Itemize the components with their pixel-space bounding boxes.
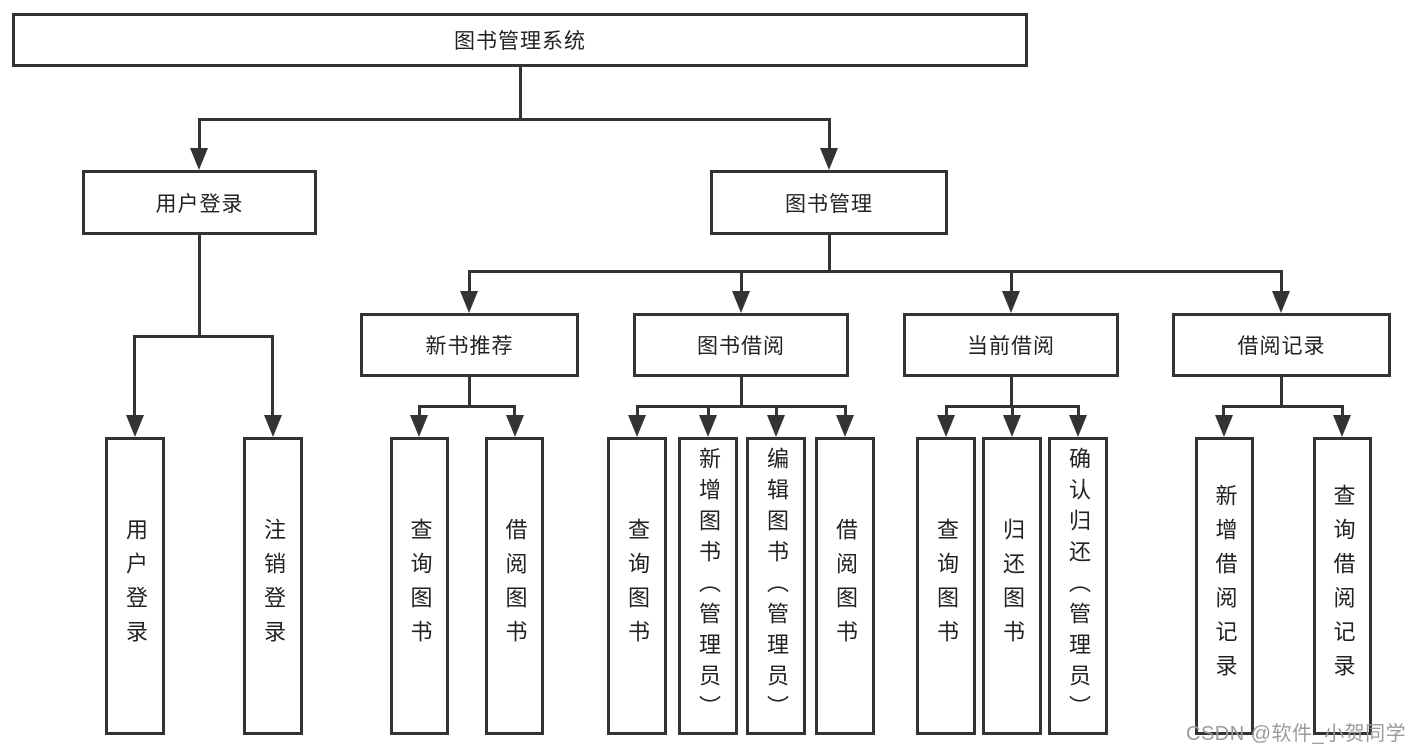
connector-line — [418, 405, 516, 408]
connector-line — [636, 405, 639, 418]
leaf-label: 查询图书 — [934, 518, 959, 654]
connector-line — [740, 270, 743, 293]
node-label: 用户登录 — [155, 192, 244, 216]
leaf-label: 注销登录 — [261, 518, 286, 654]
connector-line — [740, 377, 743, 405]
node-current-borrowing: 当前借阅 — [903, 313, 1119, 377]
leaf-label: 用户登录 — [123, 518, 148, 654]
leaf-query-borrow-record: 查询借阅记录 — [1313, 437, 1372, 735]
leaf-label: 查询图书 — [625, 518, 650, 654]
node-library-management-system: 图书管理系统 — [12, 13, 1028, 67]
leaf-query-books: 查询图书 — [916, 437, 976, 735]
leaf-borrow-books: 借阅图书 — [485, 437, 544, 735]
node-label: 图书借阅 — [697, 335, 785, 358]
watermark-text: CSDN @软件_小贺同学 — [1186, 723, 1405, 745]
arrow-down-icon — [1002, 291, 1020, 313]
node-label: 借阅记录 — [1237, 335, 1326, 358]
leaf-label: 新增借阅记录 — [1212, 484, 1238, 688]
connector-line — [468, 270, 471, 293]
arrow-down-icon — [410, 415, 428, 437]
arrow-down-icon — [628, 415, 646, 437]
leaf-add-books-admin: 新增图书（管理员） — [678, 437, 738, 735]
node-label: 当前借阅 — [967, 335, 1055, 358]
leaf-label: 新增图书（管理员） — [696, 446, 721, 726]
arrow-down-icon — [460, 291, 478, 313]
connector-line — [271, 335, 274, 418]
node-book-management: 图书管理 — [710, 170, 948, 235]
leaf-label: 确认归还（管理员） — [1066, 446, 1091, 726]
connector-line — [1077, 405, 1080, 418]
connector-line — [513, 405, 516, 418]
arrow-down-icon — [1333, 415, 1351, 437]
arrow-down-icon — [1215, 415, 1233, 437]
arrow-down-icon — [264, 415, 282, 437]
leaf-user-login: 用户登录 — [105, 437, 165, 735]
arrow-down-icon — [190, 148, 208, 170]
node-book-borrowing: 图书借阅 — [633, 313, 849, 377]
connector-line — [1280, 270, 1283, 293]
connector-line — [844, 405, 847, 418]
leaf-label: 编辑图书（管理员） — [764, 446, 789, 726]
connector-line — [1222, 405, 1225, 418]
arrow-down-icon — [1069, 415, 1087, 437]
leaf-label: 借阅图书 — [502, 518, 528, 654]
arrow-down-icon — [937, 415, 955, 437]
node-label: 图书管理系统 — [454, 30, 586, 53]
node-label: 新书推荐 — [425, 335, 514, 358]
connector-line — [133, 335, 136, 418]
connector-line — [468, 270, 1283, 273]
leaf-label: 归还图书 — [1000, 518, 1025, 654]
connector-line — [1010, 270, 1013, 293]
connector-line — [519, 67, 522, 118]
connector-line — [468, 377, 471, 405]
arrow-down-icon — [1272, 291, 1290, 313]
connector-line — [133, 335, 274, 338]
connector-line — [1010, 377, 1013, 405]
connector-line — [198, 118, 831, 121]
arrow-down-icon — [699, 415, 717, 437]
connector-line — [418, 405, 421, 418]
node-user-login: 用户登录 — [82, 170, 317, 235]
leaf-label: 借阅图书 — [833, 518, 858, 654]
arrow-down-icon — [836, 415, 854, 437]
node-new-book-recommendation: 新书推荐 — [360, 313, 579, 377]
leaf-query-books: 查询图书 — [390, 437, 449, 735]
node-label: 图书管理 — [785, 192, 873, 216]
leaf-label: 查询借阅记录 — [1330, 484, 1356, 688]
leaf-logout-login: 注销登录 — [243, 437, 303, 735]
connector-line — [1341, 405, 1344, 418]
leaf-confirm-return-admin: 确认归还（管理员） — [1048, 437, 1108, 735]
node-borrowing-records: 借阅记录 — [1172, 313, 1391, 377]
connector-line — [198, 235, 201, 335]
leaf-edit-books-admin: 编辑图书（管理员） — [746, 437, 806, 735]
leaf-return-books: 归还图书 — [982, 437, 1042, 735]
leaf-label: 查询图书 — [407, 518, 433, 654]
arrow-down-icon — [506, 415, 524, 437]
connector-line — [198, 118, 201, 150]
connector-line — [1280, 377, 1283, 405]
connector-line — [775, 405, 778, 418]
connector-line — [636, 405, 846, 408]
leaf-borrow-books: 借阅图书 — [815, 437, 875, 735]
leaf-add-borrow-record: 新增借阅记录 — [1195, 437, 1254, 735]
connector-line — [828, 118, 831, 150]
connector-line — [945, 405, 948, 418]
connector-line — [828, 235, 831, 272]
arrow-down-icon — [732, 291, 750, 313]
leaf-query-books: 查询图书 — [607, 437, 667, 735]
connector-line — [1222, 405, 1344, 408]
arrow-down-icon — [820, 148, 838, 170]
arrow-down-icon — [1003, 415, 1021, 437]
connector-line — [707, 405, 710, 418]
arrow-down-icon — [126, 415, 144, 437]
connector-line — [1011, 405, 1014, 418]
arrow-down-icon — [767, 415, 785, 437]
